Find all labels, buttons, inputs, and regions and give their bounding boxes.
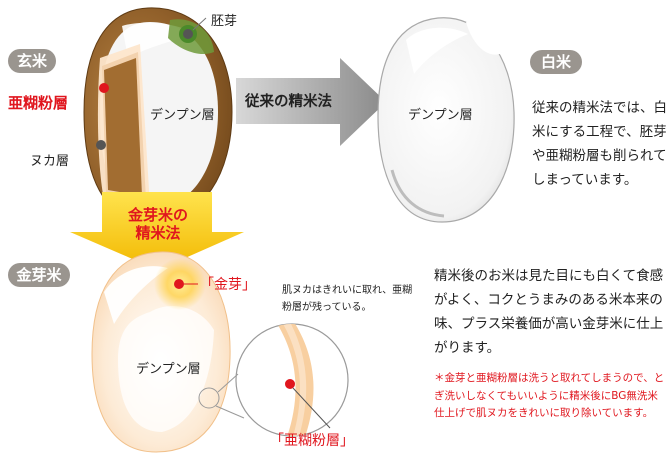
- genmai-pill: 玄米: [8, 49, 56, 73]
- footnote: ＊金芽と亜糊粉層は洗うと取れてしまうので、とぎ洗いしなくてもいいように精米後にB…: [434, 372, 665, 419]
- kinme-method-label: 金芽米の 精米法: [108, 206, 208, 242]
- kinmemai-description: 精米後のお米は見た目にも白くて食感がよく、コクとうまみのある米本来の味、プラス栄…: [434, 268, 664, 356]
- haiga-label: 胚芽: [211, 14, 238, 29]
- aleurone-leader: [292, 387, 331, 429]
- aleurone-label: 亜糊粉層: [8, 94, 69, 112]
- haiga-leader: [192, 17, 207, 31]
- kinmemai-grain: [91, 251, 231, 453]
- hakumai-pill: 白米: [530, 50, 582, 74]
- white-rice-grain: [377, 17, 515, 223]
- remark-text: 肌ヌカはきれいに取れ、亜糊粉層が残っている。: [282, 285, 413, 313]
- kinme-arrow: [70, 192, 244, 270]
- traditional-arrow: [236, 58, 386, 146]
- kinme-method-line1: 金芽米の: [127, 206, 188, 224]
- haiga-dot: [183, 29, 193, 39]
- denpun-label-brown: デンプン層: [150, 108, 215, 123]
- nuka-dot: [96, 140, 106, 150]
- aleurone-dot-brown: [99, 83, 109, 93]
- kinme-bracket-label: 「金芽」: [200, 277, 256, 293]
- hakumai-description: 従来の精米法では、白米にする工程で、胚芽や亜糊粉層も削られてしまっています。: [532, 100, 667, 188]
- kinme-method-line2: 精米法: [135, 224, 181, 242]
- kinmemai-pill: 金芽米: [8, 263, 70, 287]
- kinme-dot: [174, 279, 184, 289]
- denpun-label-kinme: デンプン層: [136, 362, 201, 377]
- aleurone-bracket-label: 「亜糊粉層」: [270, 433, 354, 449]
- aleurone-dot-zoom: [285, 379, 295, 389]
- denpun-label-white: デンプン層: [408, 108, 473, 123]
- nuka-label: ヌカ層: [30, 154, 70, 169]
- brown-rice-grain: [83, 7, 233, 223]
- traditional-method-label: 従来の精米法: [245, 94, 332, 110]
